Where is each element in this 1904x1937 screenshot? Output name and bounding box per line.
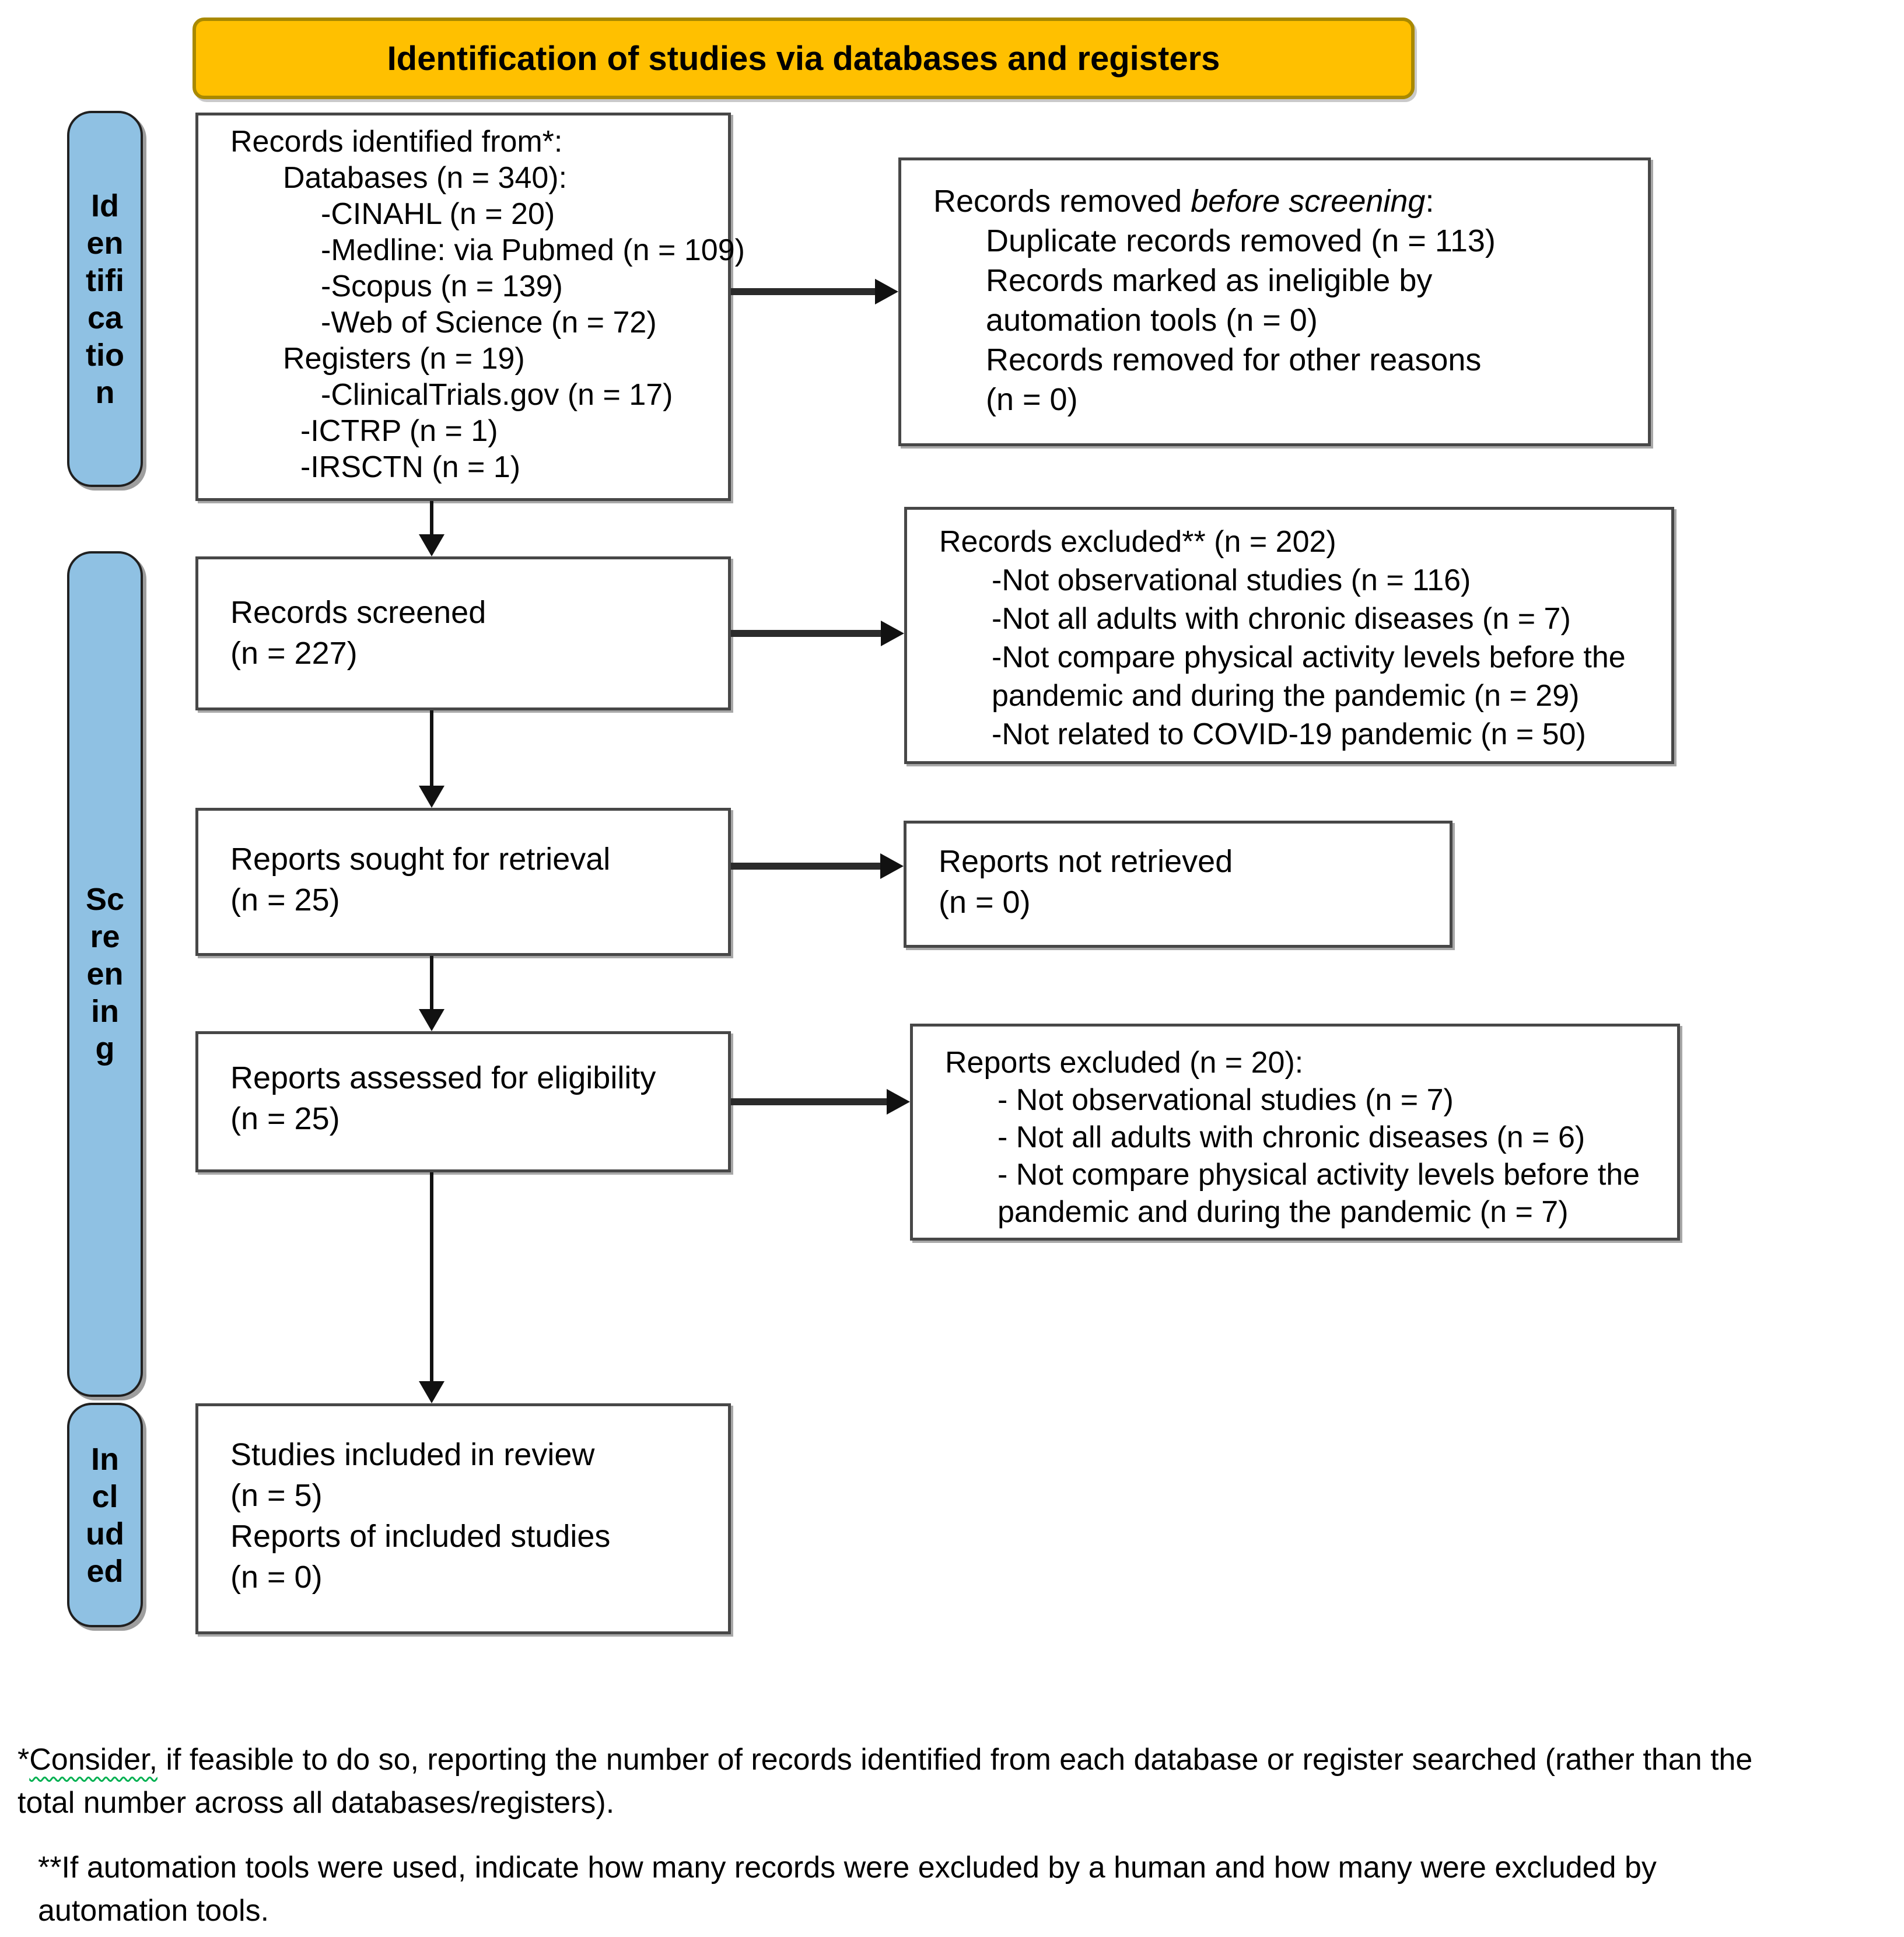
box-reports-assessed: Reports assessed for eligibility (n = 25… xyxy=(195,1031,731,1172)
box-line: (n = 0) xyxy=(986,382,1078,417)
box-line: Reports assessed for eligibility xyxy=(230,1060,656,1095)
box-line: -Not related to COVID-19 pandemic (n = 5… xyxy=(992,717,1586,751)
spellcheck-squiggle: Consider, xyxy=(29,1743,158,1777)
box-line: Reports of included studies xyxy=(230,1519,611,1554)
box-line: -Not compare physical activity levels be… xyxy=(992,640,1626,674)
box-line: -Medline: via Pubmed (n = 109) xyxy=(321,233,745,267)
box-line: -CINAHL (n = 20) xyxy=(321,197,555,231)
box-line: (n = 0) xyxy=(230,1560,323,1595)
box-line: (n = 0) xyxy=(939,885,1031,920)
box-line: Records screened xyxy=(230,595,487,630)
box-line: pandemic and during the pandemic (n = 7) xyxy=(998,1195,1569,1229)
box-records-screened: Records screened (n = 227) xyxy=(195,556,731,710)
arrow-right-identified-to-removed xyxy=(731,279,898,304)
arrow-right-assessed-to-excluded xyxy=(731,1089,910,1115)
box-line: (n = 5) xyxy=(230,1478,323,1513)
box-reports-sought: Reports sought for retrieval (n = 25) xyxy=(195,808,731,956)
box-line: -Not observational studies (n = 116) xyxy=(992,563,1471,597)
box-line: Records identified from*: xyxy=(230,125,563,159)
box-reports-not-retrieved: Reports not retrieved (n = 0) xyxy=(904,821,1452,948)
arrow-right-screened-to-excluded xyxy=(731,621,904,646)
box-line: (n = 227) xyxy=(230,636,358,671)
box-line: Databases (n = 340): xyxy=(283,161,568,195)
box-line: -IRSCTN (n = 1) xyxy=(300,450,521,484)
box-records-removed: Records removed before screening: Duplic… xyxy=(898,157,1651,446)
stage-label-screening: Sc re en in g xyxy=(67,551,143,1397)
box-line: Duplicate records removed (n = 113) xyxy=(986,223,1496,258)
box-line: - Not all adults with chronic diseases (… xyxy=(998,1120,1586,1154)
arrow-down-assessed-to-included xyxy=(419,1172,444,1403)
arrow-down-identified-to-screened xyxy=(419,501,444,556)
arrow-down-screened-to-sought xyxy=(419,710,444,808)
box-line: Studies included in review xyxy=(230,1437,595,1472)
box-line: (n = 25) xyxy=(230,1101,340,1136)
box-line: (n = 25) xyxy=(230,882,340,917)
box-line: Records removed before screening: xyxy=(933,184,1434,219)
box-records-excluded: Records excluded** (n = 202) -Not observ… xyxy=(904,507,1674,764)
box-line: -Not all adults with chronic diseases (n… xyxy=(992,602,1571,636)
box-line: -ClinicalTrials.gov (n = 17) xyxy=(321,378,673,412)
footnote-asterisk: *Consider, if feasible to do so, reporti… xyxy=(18,1743,1753,1820)
box-line: - Not observational studies (n = 7) xyxy=(998,1083,1454,1117)
box-studies-included: Studies included in review (n = 5) Repor… xyxy=(195,1403,731,1634)
flow-title: Identification of studies via databases … xyxy=(387,39,1220,78)
box-reports-excluded: Reports excluded (n = 20): - Not observa… xyxy=(910,1024,1680,1241)
box-line: Registers (n = 19) xyxy=(283,342,525,376)
box-line: -ICTRP (n = 1) xyxy=(300,414,498,448)
box-line: Records marked as ineligible by xyxy=(986,263,1433,298)
flow-title-banner: Identification of studies via databases … xyxy=(192,17,1415,99)
box-line: -Web of Science (n = 72) xyxy=(321,306,657,339)
box-records-identified: Records identified from*: Databases (n =… xyxy=(195,113,745,501)
box-line: Reports sought for retrieval xyxy=(230,842,611,877)
box-line: Records excluded** (n = 202) xyxy=(939,525,1336,559)
footnote-double-asterisk: **If automation tools were used, indicat… xyxy=(38,1851,1657,1928)
box-line: pandemic and during the pandemic (n = 29… xyxy=(992,679,1580,713)
arrow-down-sought-to-assessed xyxy=(419,956,444,1031)
box-line: Records removed for other reasons xyxy=(986,342,1482,377)
box-line: Reports not retrieved xyxy=(939,844,1233,879)
box-line: -Scopus (n = 139) xyxy=(321,269,563,303)
box-line: automation tools (n = 0) xyxy=(986,303,1318,338)
stage-label-identification: Id en tifi ca tio n xyxy=(67,111,143,487)
box-line: - Not compare physical activity levels b… xyxy=(998,1158,1640,1192)
stage-label-included: In cl ud ed xyxy=(67,1403,143,1627)
arrow-right-sought-to-not-retrieved xyxy=(731,853,904,879)
box-line: Reports excluded (n = 20): xyxy=(945,1046,1304,1080)
